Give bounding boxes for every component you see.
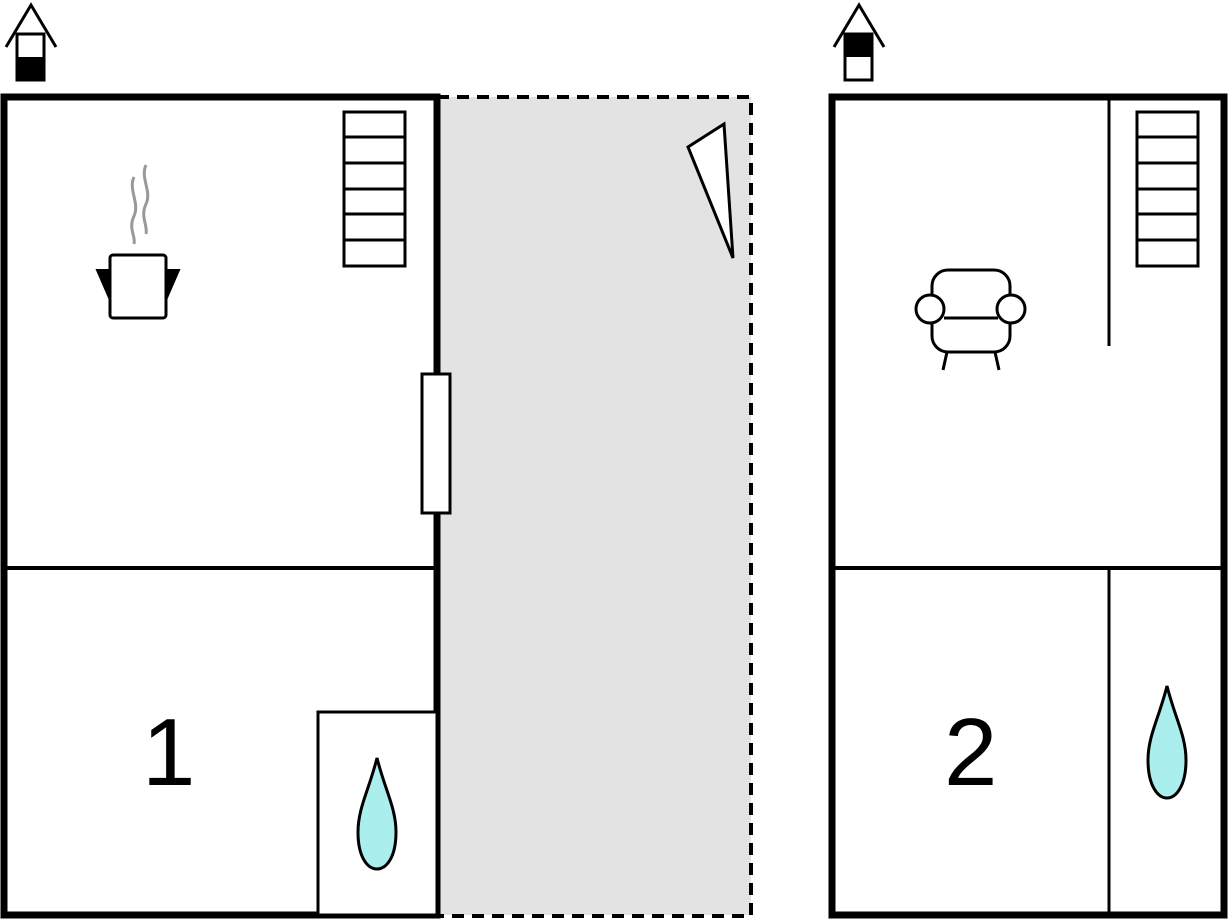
door-opening xyxy=(420,372,452,515)
water-drop-icon xyxy=(356,757,398,871)
floor-1-label: 1 xyxy=(142,699,195,806)
cooking-pot-icon xyxy=(95,164,181,320)
house-level-icon xyxy=(4,2,58,82)
floor-2-plan: 2 xyxy=(828,2,1228,919)
floor-2-label: 2 xyxy=(944,699,997,806)
armchair-icon xyxy=(914,268,1027,371)
water-drop-icon xyxy=(1146,685,1188,800)
terrace-area xyxy=(437,95,753,918)
stairs-icon xyxy=(1135,110,1200,268)
stairs-icon xyxy=(342,110,407,268)
house-level-icon xyxy=(832,2,886,82)
terrace-arrow-icon xyxy=(686,121,735,259)
floor-1-plan: 1 xyxy=(0,2,753,919)
